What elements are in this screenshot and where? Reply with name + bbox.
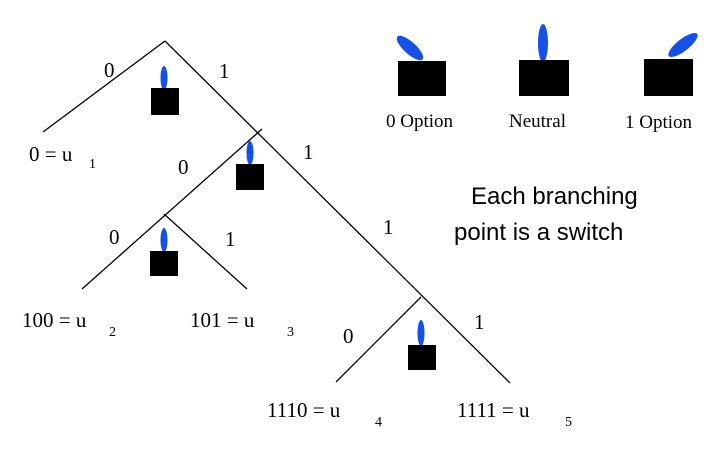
edge-n2-right [163, 213, 248, 290]
leaf-label: 100 = u [22, 308, 87, 332]
leaf-subscript: 2 [109, 325, 116, 340]
leaf-u2: 100 = u 2 [22, 308, 116, 340]
edge-n3-left [335, 296, 422, 383]
lever-neutral-icon [160, 66, 168, 90]
legend-one-option: 1 Option [625, 32, 698, 133]
edge-n1-left [81, 128, 263, 290]
note: Each branching point is a switch [454, 183, 638, 246]
lever-neutral-icon [246, 141, 254, 165]
edge-label-n3-left: 0 [343, 324, 354, 348]
leaf-subscript: 4 [375, 415, 382, 430]
switch-node-2 [150, 228, 178, 276]
leaf-label: 1111 = u [457, 398, 530, 422]
leaf-label: 101 = u [190, 308, 255, 332]
switch-node-3 [408, 320, 436, 370]
leaf-u5: 1111 = u 5 [457, 398, 572, 430]
legend: 0 Option Neutral 1 Option [386, 24, 698, 133]
edge-label-long-right: 1 [383, 215, 394, 239]
edge-label-n1-left: 0 [178, 155, 189, 179]
switch-box-icon [150, 251, 178, 276]
note-line-2: point is a switch [454, 219, 623, 246]
leaf-label: 0 = u [29, 142, 73, 166]
leaf-subscript: 3 [287, 325, 294, 340]
legend-label-neutral: Neutral [509, 111, 566, 132]
legend-label-zero-option: 0 Option [386, 111, 454, 132]
leaf-u3: 101 = u 3 [190, 308, 294, 340]
legend-zero-option: 0 Option [386, 35, 454, 132]
switch-box-icon [644, 59, 693, 96]
edge-label-root-left: 0 [104, 58, 115, 82]
tree-edges [42, 40, 511, 384]
switch-box-icon [151, 88, 179, 115]
switch-box-icon [408, 345, 436, 370]
switch-node-1 [236, 141, 264, 190]
note-line-1: Each branching [471, 183, 638, 210]
edge-label-root-right: 1 [219, 59, 230, 83]
leaf-u4: 1110 = u 4 [267, 398, 382, 430]
leaf-u1: 0 = u 1 [29, 142, 96, 172]
edge-labels: 0 1 0 1 0 1 1 0 1 [104, 58, 485, 348]
switch-box-icon [236, 164, 264, 190]
switch-box-icon [519, 60, 569, 96]
leaf-label: 1110 = u [267, 398, 341, 422]
switch-root [151, 66, 179, 115]
edge-root-left [42, 40, 166, 133]
leaf-subscript: 5 [565, 415, 572, 430]
lever-neutral-icon [160, 228, 168, 252]
edge-label-n3-right: 1 [474, 310, 485, 334]
lever-neutral-icon [417, 320, 425, 346]
leaf-subscript: 1 [89, 157, 96, 172]
legend-neutral: Neutral [509, 24, 569, 132]
lever-left-icon [396, 35, 424, 61]
lever-neutral-icon [538, 24, 548, 62]
lever-right-icon [668, 32, 698, 58]
edge-label-n1-right: 1 [303, 140, 314, 164]
legend-label-one-option: 1 Option [625, 112, 693, 133]
edge-label-n2-left: 0 [109, 225, 120, 249]
switch-box-icon [398, 61, 446, 96]
edge-label-n2-right: 1 [225, 227, 236, 251]
edge-root-right [164, 40, 511, 384]
